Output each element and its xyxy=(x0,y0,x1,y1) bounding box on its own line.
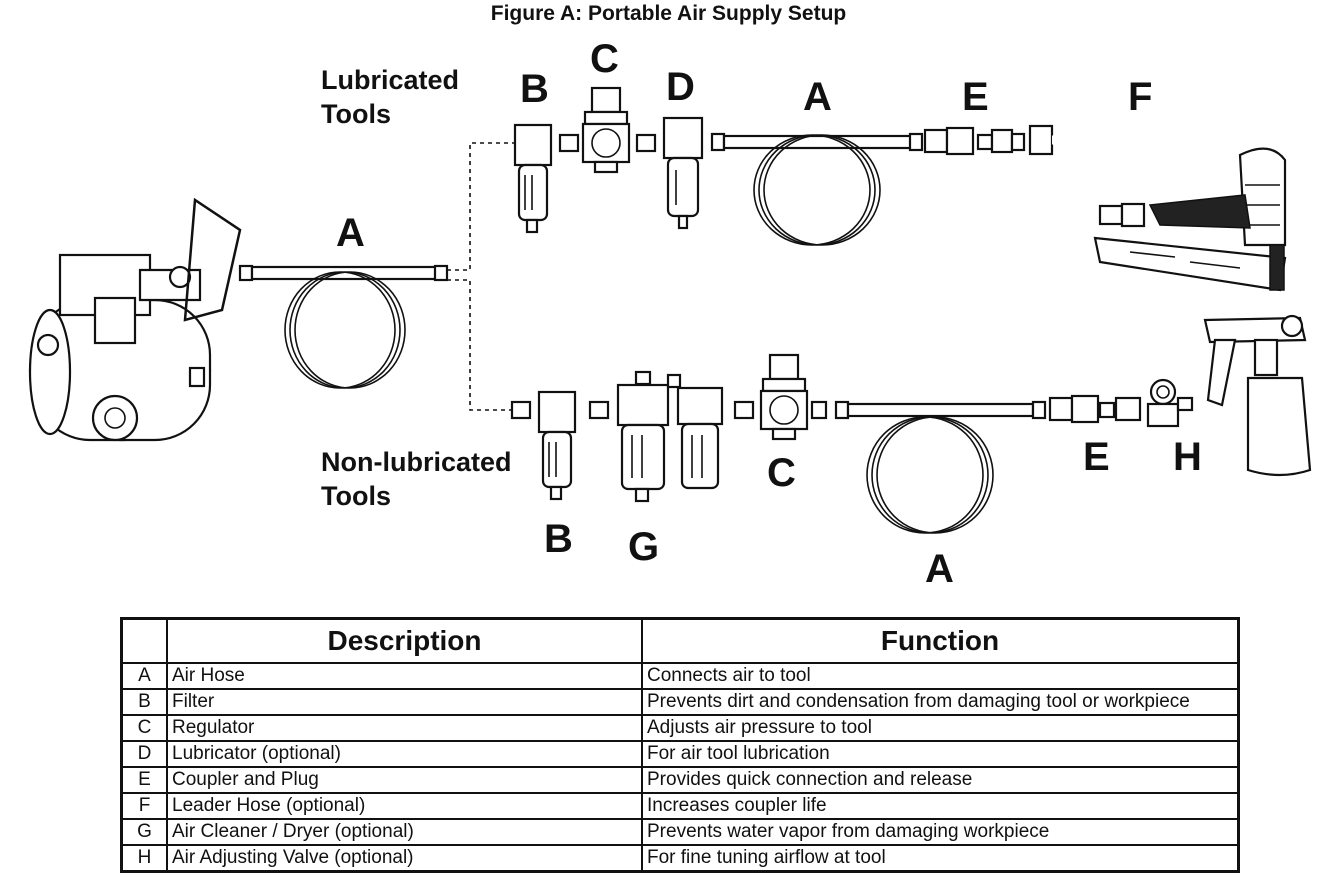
table-row: A Air Hose Connects air to tool xyxy=(120,662,1240,690)
figure-title: Figure A: Portable Air Supply Setup xyxy=(490,2,847,25)
row-description: Air Hose xyxy=(166,662,643,690)
group-label-lubricated-line1: Lubricated xyxy=(321,65,459,95)
letter-air-valve: H xyxy=(1173,435,1202,479)
main-air-hose xyxy=(238,264,449,389)
letter-bottom-regulator: C xyxy=(767,451,796,495)
bottom-hose xyxy=(810,400,1047,534)
row-function: Connects air to tool xyxy=(641,662,1240,690)
row-key: D xyxy=(120,740,168,768)
row-function: Provides quick connection and release xyxy=(641,766,1240,794)
table-row: B Filter Prevents dirt and condensation … xyxy=(120,688,1240,716)
row-description: Filter xyxy=(166,688,643,716)
letter-bottom-filter: B xyxy=(544,517,573,561)
bottom-fitting-1 xyxy=(510,400,532,420)
header-function: Function xyxy=(641,617,1240,664)
diagram-labels: Lubricated Tools Non-lubricated Tools A … xyxy=(321,37,1202,591)
air-supply-diagram: Lubricated Tools Non-lubricated Tools A … xyxy=(28,37,1312,591)
group-label-nonlubricated-line2: Tools xyxy=(321,481,391,511)
letter-main-hose: A xyxy=(336,211,365,255)
table-row: E Coupler and Plug Provides quick connec… xyxy=(120,766,1240,794)
top-regulator xyxy=(581,86,631,174)
top-lubricator xyxy=(662,116,704,230)
group-label-nonlubricated-line1: Non-lubricated xyxy=(321,447,512,477)
header-description: Description xyxy=(166,617,643,664)
letter-top-lubricator: D xyxy=(666,65,695,109)
air-cleaner-dryer xyxy=(616,370,724,503)
row-description: Air Adjusting Valve (optional) xyxy=(166,844,643,873)
table-row: C Regulator Adjusts air pressure to tool xyxy=(120,714,1240,742)
nailer-illustration xyxy=(1093,147,1287,292)
bottom-fitting-3 xyxy=(733,400,755,420)
row-key: B xyxy=(120,688,168,716)
top-fitting-2 xyxy=(635,133,657,153)
row-description: Air Cleaner / Dryer (optional) xyxy=(166,818,643,846)
air-adjusting-valve xyxy=(1146,378,1194,428)
row-key: G xyxy=(120,818,168,846)
letter-top-regulator: C xyxy=(590,37,619,81)
letter-leader-hose: F xyxy=(1128,75,1152,119)
leader-hose xyxy=(1028,124,1146,228)
bottom-filter xyxy=(537,390,577,501)
table-row: D Lubricator (optional) For air tool lub… xyxy=(120,740,1240,768)
row-function: Increases coupler life xyxy=(641,792,1240,820)
header-key xyxy=(120,617,168,664)
row-description: Lubricator (optional) xyxy=(166,740,643,768)
letter-top-filter: B xyxy=(520,67,549,111)
row-key: E xyxy=(120,766,168,794)
top-fitting-1 xyxy=(558,133,580,153)
table-header-row: Description Function xyxy=(120,617,1240,664)
top-filter xyxy=(513,123,553,234)
group-label-lubricated-line2: Tools xyxy=(321,99,391,129)
letter-top-coupler: E xyxy=(962,75,989,119)
table-row: F Leader Hose (optional) Increases coupl… xyxy=(120,792,1240,820)
row-function: For air tool lubrication xyxy=(641,740,1240,768)
spray-gun-illustration xyxy=(1203,314,1312,477)
branch-lines xyxy=(447,142,515,411)
row-function: For fine tuning airflow at tool xyxy=(641,844,1240,873)
bottom-regulator xyxy=(759,353,809,441)
row-key: H xyxy=(120,844,168,873)
row-function: Prevents dirt and condensation from dama… xyxy=(641,688,1240,716)
letter-air-cleaner: G xyxy=(628,525,659,569)
letter-top-hose: A xyxy=(803,75,832,119)
bottom-fitting-2 xyxy=(588,400,610,420)
top-hose xyxy=(710,132,924,246)
table-row: G Air Cleaner / Dryer (optional) Prevent… xyxy=(120,818,1240,846)
row-key: C xyxy=(120,714,168,742)
parts-legend-table: Description Function A Air Hose Connects… xyxy=(120,617,1240,873)
letter-bottom-hose: A xyxy=(925,547,954,591)
row-function: Adjusts air pressure to tool xyxy=(641,714,1240,742)
row-description: Coupler and Plug xyxy=(166,766,643,794)
row-function: Prevents water vapor from damaging workp… xyxy=(641,818,1240,846)
air-compressor-illustration xyxy=(28,197,242,442)
top-coupler-plug xyxy=(923,126,1026,156)
letter-bottom-coupler: E xyxy=(1083,435,1110,479)
row-description: Regulator xyxy=(166,714,643,742)
bottom-coupler-plug xyxy=(1048,394,1142,424)
table-row: H Air Adjusting Valve (optional) For fin… xyxy=(120,844,1240,873)
row-description: Leader Hose (optional) xyxy=(166,792,643,820)
row-key: F xyxy=(120,792,168,820)
row-key: A xyxy=(120,662,168,690)
